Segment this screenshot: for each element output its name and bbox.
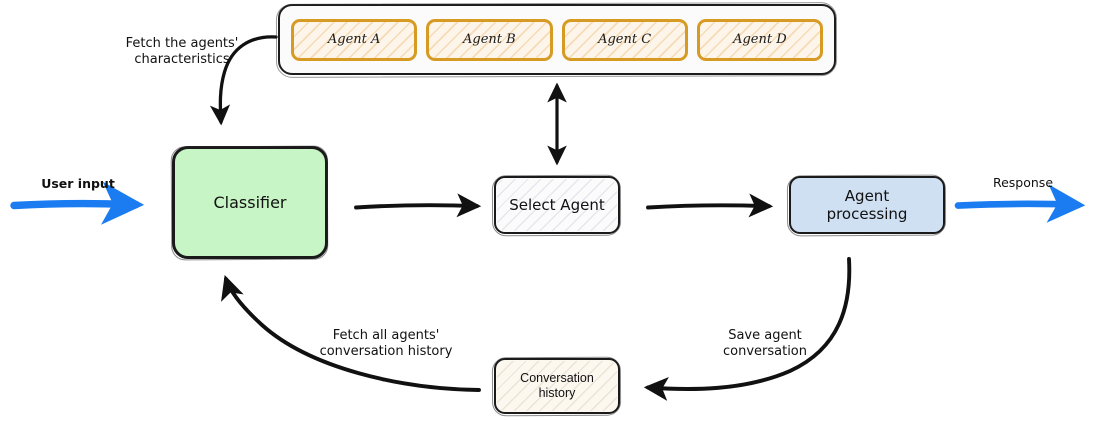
agent-box-b[interactable]: Agent B — [426, 18, 553, 61]
label-user-input: User input — [41, 176, 115, 191]
agent-box-c-label: Agent C — [598, 32, 652, 47]
agents-pool-container: Agent A Agent B Agent C Agent D — [278, 4, 836, 75]
response-arrow — [954, 184, 1086, 223]
node-conversation-history-label: Conversation history — [520, 370, 594, 400]
node-classifier-label: Classifier — [213, 192, 287, 212]
node-classifier[interactable]: Classifier — [172, 146, 328, 259]
save-conversation-arrow — [643, 257, 852, 401]
agent-box-d-label: Agent D — [733, 32, 787, 47]
agent-box-b-label: Agent B — [463, 32, 516, 47]
label-fetch-characteristics: Fetch the agents' characteristics — [125, 36, 239, 68]
label-fetch-all-agents-conversation-history: Fetch all agents' conversation history — [319, 328, 453, 360]
label-response: Response — [992, 175, 1054, 190]
user-input-arrow — [10, 181, 145, 225]
agent-box-d[interactable]: Agent D — [696, 18, 823, 61]
label-save-agent-conversation: Save agent conversation — [722, 328, 808, 360]
node-select-agent-label: Select Agent — [509, 195, 605, 214]
node-agent-processing-label: Agent processing — [826, 186, 908, 223]
select-agent-to-agent-processing-arrow — [646, 193, 774, 218]
agent-box-a[interactable]: Agent A — [291, 18, 418, 61]
classifier-to-select-agent-arrow — [354, 193, 482, 218]
node-select-agent[interactable]: Select Agent — [494, 176, 620, 234]
node-conversation-history[interactable]: Conversation history — [494, 358, 620, 414]
node-agent-processing[interactable]: Agent processing — [789, 176, 945, 234]
agent-box-a-label: Agent A — [327, 32, 381, 47]
agent-box-c[interactable]: Agent C — [561, 18, 688, 61]
